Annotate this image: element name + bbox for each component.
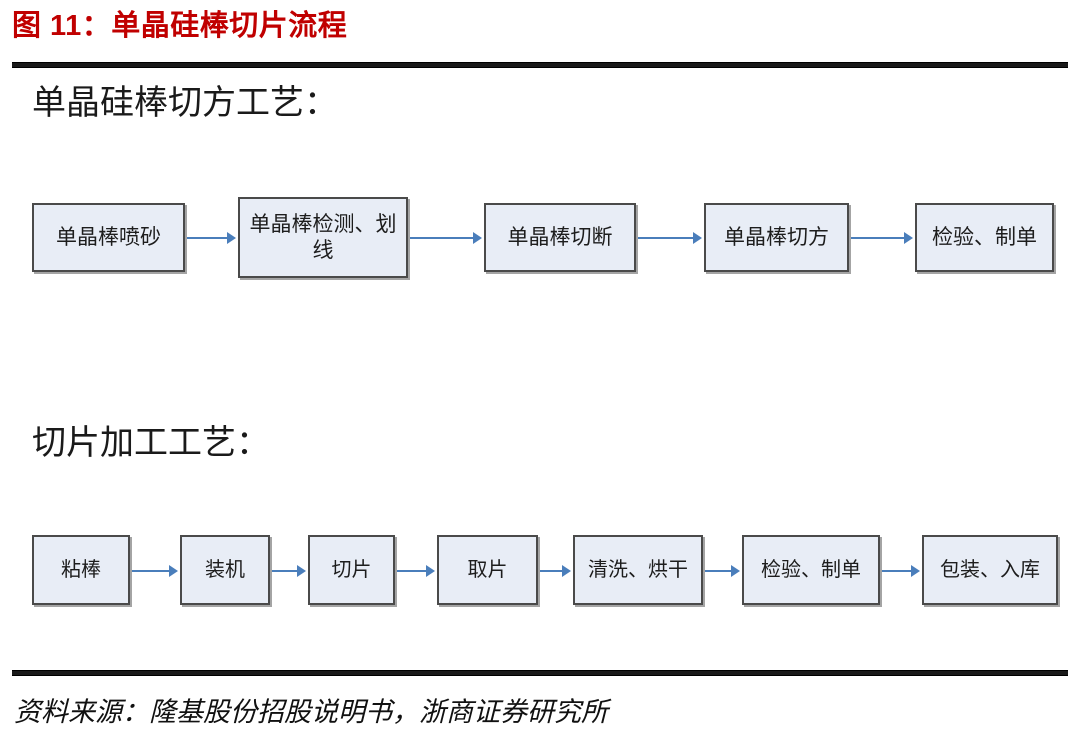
flow-node-inspection-order[interactable]: 检验、制单 <box>915 203 1054 272</box>
flow-arrow-2-2 <box>272 565 306 577</box>
flow-node-slicing[interactable]: 切片 <box>308 535 395 605</box>
flow-node-bonding[interactable]: 粘棒 <box>32 535 130 605</box>
flow-arrow-1-1 <box>187 232 236 244</box>
flow-node-unloading[interactable]: 取片 <box>437 535 538 605</box>
flow-node-cleaning-drying[interactable]: 清洗、烘干 <box>573 535 703 605</box>
flow-arrow-2-4 <box>540 565 571 577</box>
flow-arrow-2-6 <box>882 565 920 577</box>
flow-node-loading[interactable]: 装机 <box>180 535 270 605</box>
divider-top <box>12 62 1068 68</box>
flow-node-inspection-marking[interactable]: 单晶棒检测、划线 <box>238 197 408 278</box>
flow-node-sandblasting[interactable]: 单晶棒喷砂 <box>32 203 185 272</box>
section-heading-slicing: 切片加工工艺： <box>32 425 270 462</box>
divider-bottom <box>12 670 1068 676</box>
flow-arrow-2-3 <box>397 565 435 577</box>
section-heading-squaring: 单晶硅棒切方工艺： <box>32 85 338 122</box>
flow-node-packing-warehousing[interactable]: 包装、入库 <box>922 535 1058 605</box>
flow-arrow-2-5 <box>705 565 740 577</box>
flow-arrow-1-3 <box>638 232 702 244</box>
flow-node-squaring[interactable]: 单晶棒切方 <box>704 203 849 272</box>
page-title: 图 11：单晶硅棒切片流程 <box>12 10 348 42</box>
flow-node-inspection-order-2[interactable]: 检验、制单 <box>742 535 880 605</box>
flow-node-cutting[interactable]: 单晶棒切断 <box>484 203 636 272</box>
flow-arrow-1-2 <box>410 232 482 244</box>
source-note: 资料来源：隆基股份招股说明书，浙商证券研究所 <box>14 697 608 727</box>
flow-arrow-2-1 <box>132 565 178 577</box>
flow-arrow-1-4 <box>851 232 913 244</box>
